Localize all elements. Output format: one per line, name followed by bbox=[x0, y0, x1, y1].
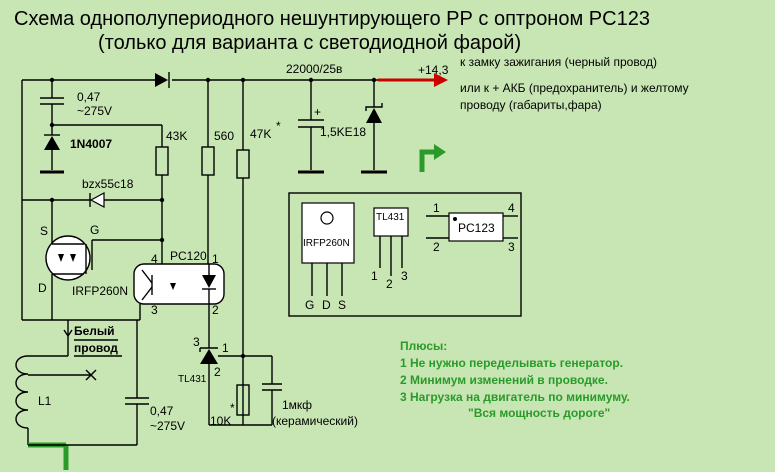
resistor-43k bbox=[155, 125, 169, 240]
supply-line-3: проводу (габариты,фара) bbox=[460, 98, 602, 112]
pluses-item-4: "Вся мощность дороге" bbox=[468, 406, 610, 420]
resistor-10k bbox=[236, 384, 250, 416]
tl-name: TL431 bbox=[178, 374, 207, 385]
r-47k-mark: * bbox=[276, 119, 281, 133]
diode-1n4007-label: 1N4007 bbox=[70, 137, 112, 151]
capacitor-main bbox=[298, 80, 324, 174]
supply-voltage: +14,3 bbox=[418, 63, 449, 77]
pinout-pc-1: 1 bbox=[433, 201, 440, 215]
tl-pin3: 3 bbox=[193, 335, 200, 349]
pinout-box bbox=[288, 192, 522, 317]
pluses-item-1: 1 Не нужно переделывать генератор. bbox=[400, 356, 623, 370]
resistor-560 bbox=[201, 80, 215, 264]
pinout-irfp-s: S bbox=[338, 298, 346, 312]
pinout-irfp-g: G bbox=[305, 298, 314, 312]
junction-dot bbox=[159, 197, 165, 203]
capacitor-top bbox=[40, 80, 64, 125]
mosfet-d: D bbox=[38, 281, 47, 295]
white-wire-label-2: провод bbox=[74, 341, 118, 355]
r-10k-label: 10K bbox=[210, 414, 231, 428]
pluses-section: Плюсы: 1 Не нужно переделывать генератор… bbox=[400, 339, 630, 420]
diode-1n4007 bbox=[40, 125, 64, 174]
pinout-pc-4: 4 bbox=[508, 201, 515, 215]
ground-symbol bbox=[419, 144, 446, 172]
c-bot-value: 0,47 bbox=[150, 404, 174, 418]
tvs-label: 1,5KE18 bbox=[320, 125, 366, 139]
supply-line-1: к замку зажигания (черный провод) bbox=[460, 55, 657, 69]
c-bot-voltage: ~275V bbox=[150, 419, 185, 433]
pinout-pc-3: 3 bbox=[508, 240, 515, 254]
cap-main-label: 22000/25в bbox=[286, 62, 342, 76]
r-43k-label: 43K bbox=[166, 129, 187, 143]
main-diode bbox=[155, 72, 170, 88]
capacitor-1uf bbox=[209, 355, 282, 426]
opto-name: PC120 bbox=[170, 249, 207, 263]
c-top-voltage: ~275V bbox=[77, 104, 112, 118]
title-line-1: Схема однополупериодного нешунтирующего … bbox=[14, 8, 650, 30]
pluses-heading: Плюсы: bbox=[400, 339, 447, 353]
c-1uf-type: (керамический) bbox=[272, 414, 358, 428]
supply-line-2: или к + АКБ (предохранитель) и желтому bbox=[460, 81, 689, 95]
c-top-value: 0,47 bbox=[77, 90, 101, 104]
pinout-tl-3: 3 bbox=[401, 269, 408, 283]
opto-pin3: 3 bbox=[151, 303, 158, 317]
title-line-2: (только для варианта с светодиодной фаро… bbox=[98, 32, 521, 54]
r-560-label: 560 bbox=[214, 129, 234, 143]
opto-pin1: 1 bbox=[212, 252, 219, 266]
tvs-diode bbox=[361, 80, 387, 174]
c-1uf-label: 1мкф bbox=[282, 398, 312, 412]
white-wire-label-1: Белый bbox=[74, 324, 115, 338]
mosfet-s: S bbox=[40, 224, 48, 238]
pinout-pc-name: PC123 bbox=[458, 221, 495, 235]
pluses-item-3: 3 Нагрузка на двигатель по минимуму. bbox=[400, 390, 630, 404]
tl431-regulator bbox=[199, 330, 243, 425]
mosfet-irfp260n bbox=[45, 200, 162, 320]
ground-bottom bbox=[28, 442, 137, 470]
coil-label: L1 bbox=[38, 394, 52, 408]
tl-pin2: 2 bbox=[214, 365, 221, 379]
white-wire-node bbox=[63, 320, 73, 356]
r-47k-label: 47K bbox=[250, 127, 271, 141]
pinout-tl-1: 1 bbox=[371, 269, 378, 283]
tl-pin1: 1 bbox=[222, 341, 229, 355]
opto-pin2: 2 bbox=[212, 303, 219, 317]
mosfet-name: IRFP260N bbox=[72, 284, 128, 298]
capacitor-bottom bbox=[125, 320, 149, 445]
pinout-tl-name: TL431 bbox=[376, 212, 405, 223]
coil-l1 bbox=[15, 355, 97, 445]
pinout-irfp-name: IRFP260N bbox=[303, 238, 350, 249]
zener-diode bbox=[22, 191, 162, 209]
pinout-tl-2: 2 bbox=[386, 277, 393, 291]
mosfet-g: G bbox=[90, 223, 99, 237]
pluses-item-2: 2 Минимум изменений в проводке. bbox=[400, 373, 608, 387]
optocoupler-pc120 bbox=[133, 240, 225, 330]
output-arrow bbox=[378, 73, 448, 87]
cap-main-plus: + bbox=[314, 105, 321, 119]
zener-label: bzx55c18 bbox=[82, 177, 134, 191]
pinout-irfp-d: D bbox=[322, 298, 331, 312]
resistor-47k bbox=[236, 80, 250, 425]
pinout-pc-2: 2 bbox=[433, 240, 440, 254]
opto-pin4: 4 bbox=[151, 252, 158, 266]
r-10k-mark: * bbox=[230, 401, 235, 415]
